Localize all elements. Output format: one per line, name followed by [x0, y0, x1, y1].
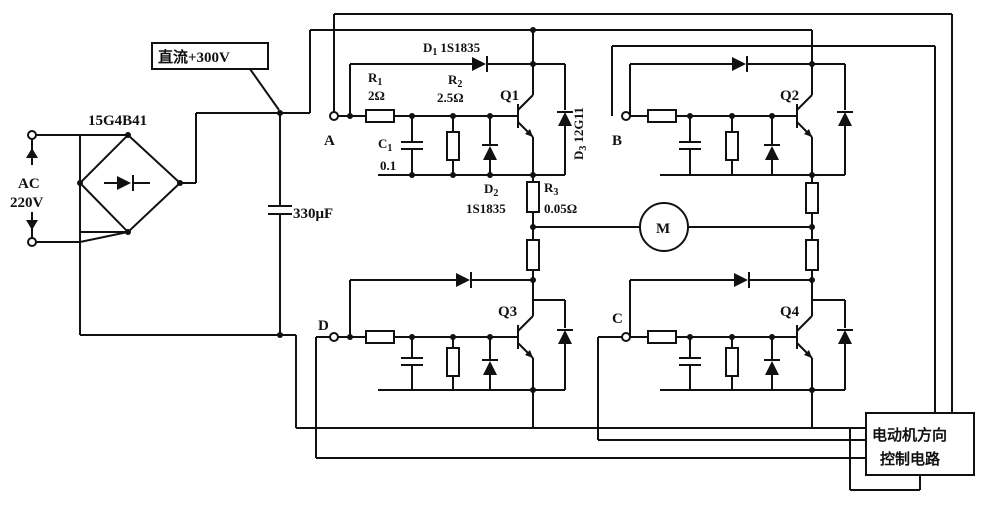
- r1-value: 2Ω: [368, 88, 385, 103]
- ac-input: AC 220V: [10, 130, 80, 247]
- terminal-d-label: D: [318, 318, 329, 334]
- motor-label: M: [656, 221, 670, 237]
- terminal-a-label: A: [324, 133, 335, 149]
- ac-voltage-label: 220V: [10, 195, 44, 211]
- c1-label: C1: [378, 136, 392, 154]
- q2-stage: B Q2: [612, 56, 853, 178]
- motor: M: [533, 202, 815, 252]
- q4-label: Q4: [780, 304, 800, 320]
- q3-stage: D Q3: [318, 272, 573, 393]
- control-box-line2: 控制电路: [880, 450, 941, 468]
- bridge-label: 15G4B41: [88, 113, 147, 129]
- r3-label: R3: [544, 180, 558, 198]
- terminal-b-label: B: [612, 133, 622, 149]
- control-box-line1: 电动机方向: [872, 426, 947, 444]
- q4-stage: C Q4: [612, 272, 853, 393]
- r2-label: R2: [448, 72, 462, 90]
- r3-shunt: R3 0.05Ω: [526, 175, 577, 300]
- q1-label: Q1: [500, 88, 519, 104]
- direction-control-circuit: 电动机方向 控制电路: [315, 13, 975, 491]
- q2-label: Q2: [780, 88, 799, 104]
- d2-label: D2: [484, 181, 498, 199]
- main-capacitor-label: 330μF: [293, 206, 333, 222]
- r3-value: 0.05Ω: [544, 201, 577, 216]
- dc-voltage-callout: 直流+300V: [151, 42, 280, 111]
- d2-part: 1S1835: [466, 201, 506, 216]
- c1-value: 0.1: [380, 158, 396, 173]
- q3-label: Q3: [498, 304, 517, 320]
- bridge-rectifier: 15G4B41: [77, 113, 183, 243]
- ac-label: AC: [18, 176, 40, 192]
- d3-label: D312G11: [571, 107, 589, 160]
- terminal-c-label: C: [612, 311, 623, 327]
- r2-value: 2.5Ω: [437, 90, 464, 105]
- r1-label: R1: [368, 70, 382, 88]
- dc-voltage-label: 直流+300V: [158, 48, 230, 66]
